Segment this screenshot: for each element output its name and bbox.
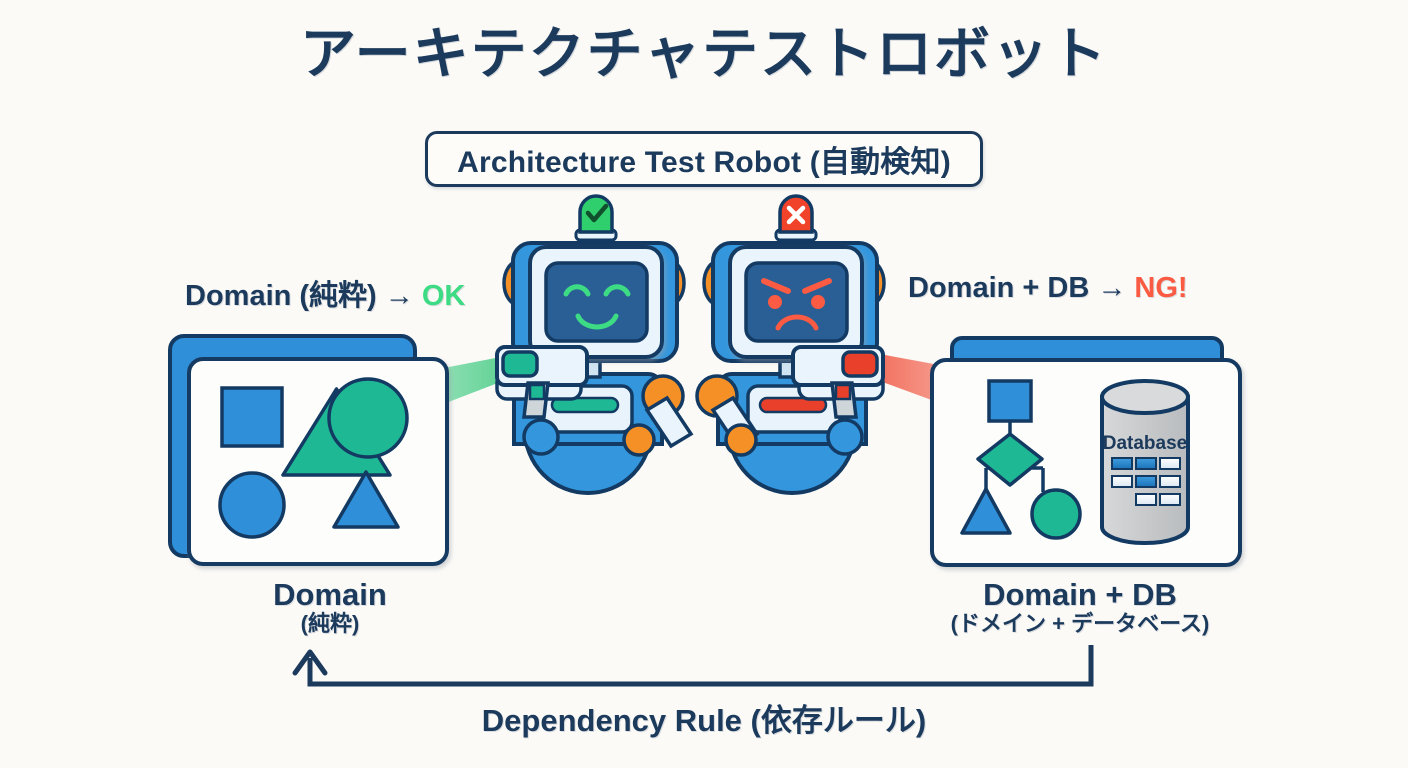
dependency-rule-label: Dependency Rule (依存ルール) bbox=[481, 703, 927, 738]
robot-mouth-frown-icon bbox=[775, 314, 819, 331]
page-title: アーキテクチャテストロボット bbox=[299, 22, 1109, 85]
scanner-gun-red bbox=[791, 345, 885, 419]
tree-node-square bbox=[987, 379, 1033, 423]
shape-triangle-blue bbox=[332, 470, 400, 529]
database-top-ellipse bbox=[1100, 379, 1190, 415]
robot-status-lamp bbox=[578, 194, 614, 234]
subtitle-badge-label: Architecture Test Robot (自動検知) bbox=[457, 146, 951, 179]
caption-right: Domain + DB (ドメイン + データベース) bbox=[880, 578, 1280, 637]
db-cell bbox=[1135, 493, 1157, 506]
db-cell bbox=[1135, 475, 1157, 488]
caption-left-main: Domain bbox=[273, 577, 387, 612]
robot-hand-left bbox=[522, 418, 560, 456]
robot-chest-bar bbox=[550, 396, 620, 414]
cross-icon bbox=[786, 205, 806, 225]
verdict-right-result: NG! bbox=[1134, 272, 1188, 304]
caption-left: Domain (純粋) bbox=[170, 578, 490, 637]
db-cell bbox=[1111, 457, 1133, 470]
dependency-arrow bbox=[292, 645, 1094, 687]
robot-chest-bar bbox=[758, 396, 828, 414]
caption-right-sub: (ドメイン + データベース) bbox=[950, 611, 1210, 637]
domain-db-card[interactable]: Database bbox=[930, 336, 1242, 567]
robot-eye-left-icon bbox=[563, 284, 591, 297]
db-cell bbox=[1111, 475, 1133, 488]
db-cell bbox=[1159, 493, 1181, 506]
robot-elbow-right bbox=[622, 423, 656, 457]
db-cell bbox=[1159, 475, 1181, 488]
tree-node-circle bbox=[1030, 488, 1082, 540]
tree-diagram bbox=[960, 379, 1082, 540]
angry-robot[interactable] bbox=[695, 194, 886, 495]
robot-eye-right-icon bbox=[811, 295, 825, 309]
robot-brow-left-icon bbox=[761, 278, 791, 294]
caption-right-main: Domain + DB bbox=[983, 577, 1177, 612]
database-cylinder: Database bbox=[1100, 379, 1190, 545]
check-icon bbox=[585, 203, 609, 223]
happy-robot[interactable] bbox=[495, 194, 694, 495]
database-label: Database bbox=[1103, 433, 1188, 454]
verdict-left-result: OK bbox=[421, 280, 466, 312]
robot-arm-right bbox=[644, 395, 694, 449]
verdict-right-prefix: Domain + DB → bbox=[908, 272, 1135, 304]
robot-eye-right-icon bbox=[603, 284, 631, 297]
robot-mouth-smile-icon bbox=[575, 313, 619, 330]
db-cell bbox=[1135, 457, 1157, 470]
scanner-gun-green bbox=[495, 345, 589, 419]
shape-circle-teal bbox=[327, 377, 409, 459]
verdict-right: Domain + DB → NG! bbox=[908, 272, 1188, 305]
robot-face-screen bbox=[544, 261, 649, 343]
verdict-left: Domain (純粋) → OK bbox=[185, 272, 465, 314]
db-cell bbox=[1159, 457, 1181, 470]
tree-node-triangle bbox=[960, 487, 1012, 535]
robot-eye-left-icon bbox=[768, 295, 782, 309]
caption-left-sub: (純粋) bbox=[300, 611, 360, 637]
verdict-left-prefix: Domain (純粋) → bbox=[185, 280, 422, 312]
robot-hand-right bbox=[826, 418, 864, 456]
robot-face-screen bbox=[744, 261, 849, 343]
subtitle-badge: Architecture Test Robot (自動検知) bbox=[425, 131, 983, 187]
shape-square-blue bbox=[220, 386, 284, 448]
robot-elbow-left bbox=[724, 423, 758, 457]
robot-brow-right-icon bbox=[802, 278, 832, 294]
tree-node-diamond bbox=[976, 432, 1044, 487]
shape-circle-blue bbox=[218, 471, 286, 539]
domain-card[interactable] bbox=[168, 334, 449, 566]
